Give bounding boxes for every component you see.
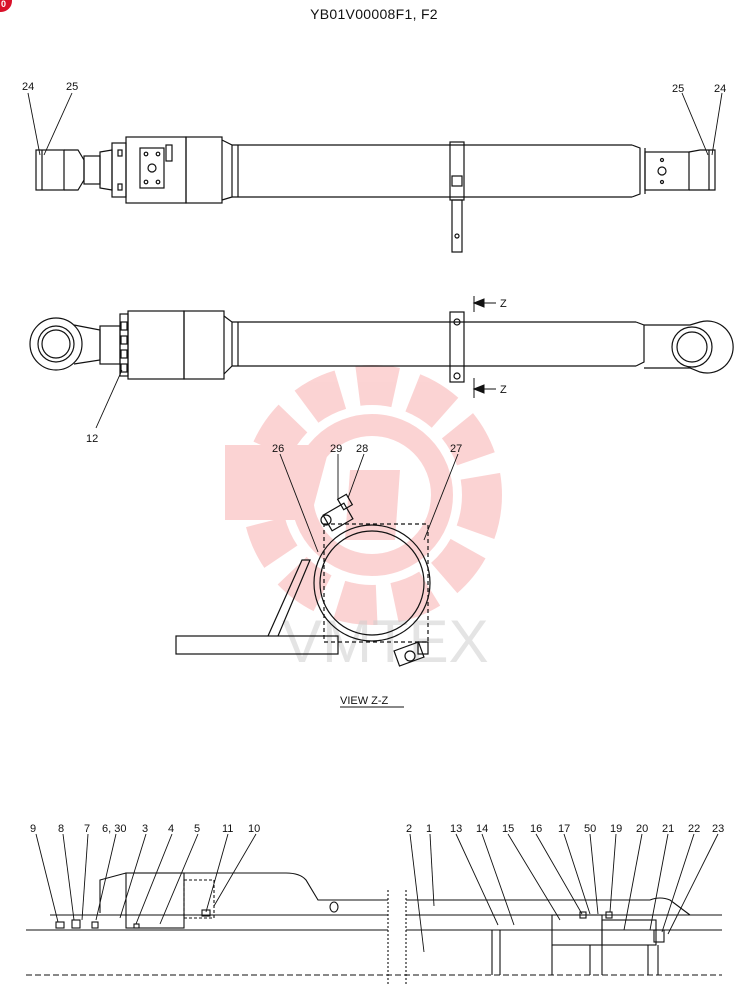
callout-3: 3: [142, 823, 148, 835]
callout-15: 15: [502, 823, 514, 835]
callout-11: 11: [222, 823, 233, 835]
callout-50: 50: [584, 823, 596, 835]
view-callouts: 26 29 28 27: [272, 443, 462, 455]
callout-14: 14: [476, 823, 488, 835]
callout-26: 26: [272, 443, 284, 455]
callout-17: 17: [558, 823, 570, 835]
middle-callouts: 12: [86, 433, 98, 445]
watermark-text: VMTEX: [282, 608, 489, 675]
watermark-gear-icon: [225, 365, 502, 625]
callout-16: 16: [530, 823, 542, 835]
clamp-view-z-z: [175, 493, 431, 667]
section-arrow-z-top: [472, 296, 496, 312]
callout-25-right: 25: [672, 83, 684, 95]
section-marker-z-top: Z: [500, 298, 507, 310]
cylinder-side-view: [29, 310, 734, 383]
callout-2: 2: [406, 823, 412, 835]
callout-25-left: 25: [66, 81, 78, 93]
callout-7: 7: [84, 823, 90, 835]
drawing-code-title: YB01V00008F1, F2: [310, 6, 438, 22]
top-callouts: 24 25 25 24: [22, 81, 726, 95]
callout-8: 8: [58, 823, 64, 835]
callout-5: 5: [194, 823, 200, 835]
callout-4: 4: [168, 823, 174, 835]
callout-22: 22: [688, 823, 700, 835]
callout-29: 29: [330, 443, 342, 455]
section-callouts: 9 8 7 6, 30 3 4 5 11 10 2 1 13 14 15 16 …: [30, 823, 724, 835]
cylinder-section-view: [26, 872, 722, 985]
callout-23: 23: [712, 823, 724, 835]
callout-1: 1: [426, 823, 432, 835]
callout-9: 9: [30, 823, 36, 835]
callout-24-left: 24: [22, 81, 34, 93]
callout-12: 12: [86, 433, 98, 445]
cylinder-top-view: [35, 136, 716, 253]
callout-10: 10: [248, 823, 260, 835]
view-z-z-label: VIEW Z-Z: [340, 695, 389, 707]
callout-19: 19: [610, 823, 622, 835]
leader-lines: [27, 92, 723, 953]
callout-28: 28: [356, 443, 368, 455]
callout-24-right: 24: [714, 83, 726, 95]
section-arrow-z-bottom: [472, 378, 496, 398]
callout-6-30: 6, 30: [102, 823, 126, 835]
callout-20: 20: [636, 823, 648, 835]
callout-13: 13: [450, 823, 462, 835]
callout-21: 21: [662, 823, 674, 835]
section-marker-z-bottom: Z: [500, 384, 507, 396]
callout-27: 27: [450, 443, 462, 455]
